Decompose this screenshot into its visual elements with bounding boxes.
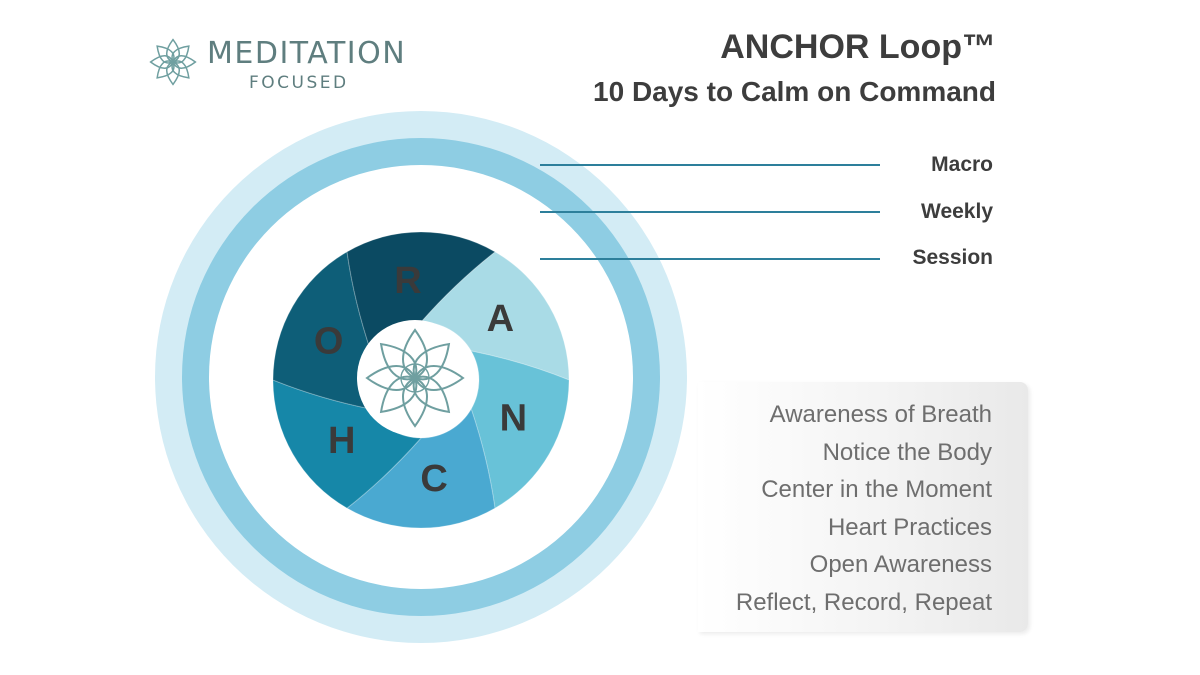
- step-heart-practices: Heart Practices: [827, 513, 992, 541]
- segment-letter-c: C: [420, 458, 447, 500]
- steps-panel: Awareness of Breath Notice the Body Cent…: [698, 382, 1028, 632]
- step-center-in-the-moment: Center in the Moment: [761, 476, 992, 503]
- segment-c: [346, 407, 496, 529]
- brand-logo: MEDITATION FOCUSED: [145, 30, 425, 95]
- segment-a: [419, 251, 570, 381]
- center-lotus-icon: [365, 328, 465, 428]
- step-reflect-record-repeat: Reflect, Record, Repeat: [735, 588, 992, 616]
- segment-letter-a: A: [487, 298, 514, 340]
- anchor-segments: A N C H O R: [272, 231, 570, 529]
- step-open-awareness: Open Awareness: [809, 551, 992, 578]
- lotus-icon: [149, 38, 197, 86]
- page-subtitle: 10 Days to Calm on Command: [593, 76, 996, 107]
- logo-wordmark-bottom: FOCUSED: [249, 73, 349, 93]
- page-title: ANCHOR Loop™: [720, 28, 996, 66]
- layer-label-macro: Macro: [931, 153, 993, 176]
- segment-n: [470, 350, 570, 509]
- layer-label-session: Session: [912, 246, 993, 269]
- layer-label-weekly: Weekly: [921, 200, 993, 223]
- segment-letter-r: R: [394, 260, 421, 302]
- steps-list: Awareness of Breath Notice the Body Cent…: [736, 396, 992, 621]
- segment-letter-n: N: [500, 397, 527, 439]
- segment-letter-o: O: [314, 321, 344, 363]
- segment-letter-h: H: [328, 420, 355, 462]
- step-awareness-of-breath: Awareness of Breath: [769, 401, 992, 428]
- logo-wordmark-top: MEDITATION: [207, 36, 407, 71]
- step-notice-the-body: Notice the Body: [822, 438, 992, 466]
